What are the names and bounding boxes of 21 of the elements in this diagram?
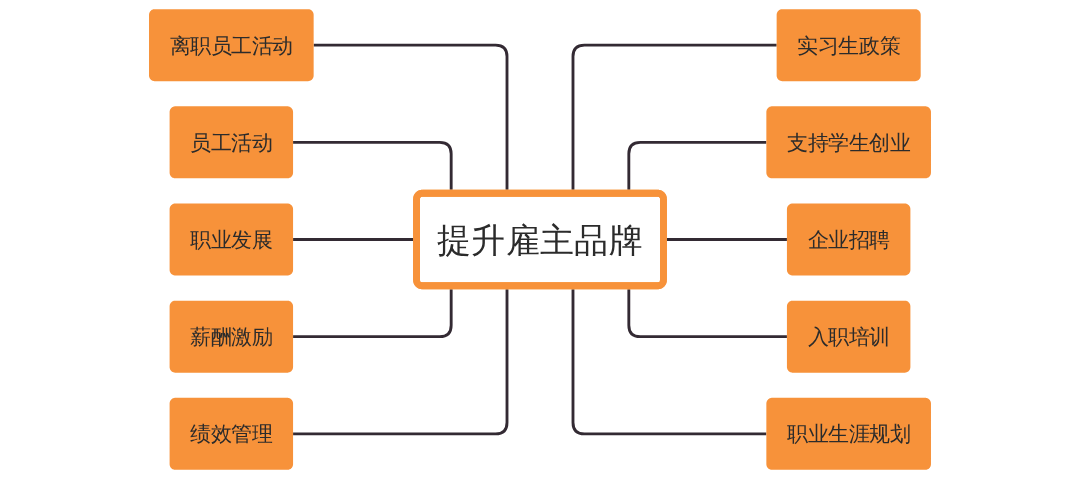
subtopic-box: 绩效管理 (169, 397, 294, 470)
connector-line (313, 43, 509, 190)
connector-line (293, 289, 509, 436)
connector-line (293, 140, 453, 190)
subtopic-box: 职业发展 (169, 203, 294, 276)
connector-line (293, 238, 414, 241)
subtopic-box: 入职培训 (786, 300, 911, 373)
subtopic-box: 离职员工活动 (149, 9, 314, 82)
central-topic-box: 提升雇主品牌 (413, 189, 667, 290)
subtopic-box: 支持学生创业 (766, 106, 931, 179)
subtopic-box: 薪酬激励 (169, 300, 294, 373)
subtopic-box: 员工活动 (169, 106, 294, 179)
connector-line (571, 289, 767, 436)
subtopic-box: 实习生政策 (776, 9, 921, 82)
connector-line (627, 289, 787, 339)
connector-line (293, 289, 453, 339)
subtopic-box: 企业招聘 (786, 203, 911, 276)
subtopic-box: 职业生涯规划 (766, 397, 931, 470)
connector-line (571, 43, 777, 190)
connector-line (666, 238, 787, 241)
connector-line (627, 140, 767, 190)
